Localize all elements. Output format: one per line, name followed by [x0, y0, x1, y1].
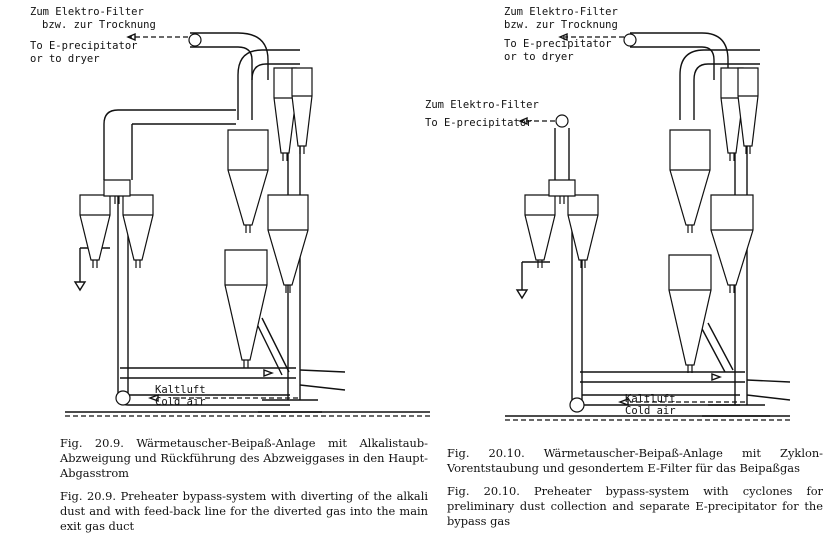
label-to-filter-en: To E-precipitator: [30, 40, 138, 52]
caption-fig-20-10: Fig. 20.10. Wärmetauscher-Beipaß-Anlage …: [447, 446, 823, 537]
caption-english: Fig. 20.9. Preheater bypass-system with …: [60, 489, 428, 533]
label-to-dryer-de: bzw. zur Trocknung: [504, 19, 618, 31]
fan-circle: [115, 390, 131, 406]
cyclone: [548, 179, 576, 204]
cyclone: [291, 67, 313, 154]
cyclone: [524, 194, 556, 268]
label-to-filter-de: Zum Elektro-Filter: [30, 6, 144, 18]
cyclone: [224, 249, 268, 368]
label-cold-air-de: Kaltluft: [155, 384, 206, 396]
cyclone: [737, 67, 759, 154]
cyclone: [103, 179, 131, 204]
cyclone: [567, 194, 599, 268]
cyclone: [669, 129, 711, 233]
label-to-dryer-de: bzw. zur Trocknung: [42, 19, 156, 31]
exhaust-duct: [630, 32, 729, 80]
exhaust-duct: [190, 32, 269, 80]
label-bypass-filter-de: Zum Elektro-Filter: [425, 99, 539, 111]
caption-german: Fig. 20.9. Wärmetauscher-Beipaß-Anlage m…: [60, 436, 428, 480]
riser-duct: [679, 49, 760, 120]
cyclone: [710, 194, 754, 293]
caption-german: Fig. 20.10. Wärmetauscher-Beipaß-Anlage …: [447, 446, 823, 475]
fan-circle: [569, 397, 585, 413]
caption-english: Fig. 20.10. Preheater bypass-system with…: [447, 484, 823, 528]
dust-discharge: [521, 261, 550, 290]
cyclone: [79, 194, 111, 268]
kiln-inlet: [699, 322, 791, 401]
cyclone: [668, 254, 712, 373]
label-bypass-filter-en: To E-precipitator: [425, 117, 533, 129]
bypass-duct: [103, 109, 236, 180]
damper-circle: [623, 33, 637, 47]
label-to-dryer-en: or to dryer: [504, 51, 574, 63]
riser-duct: [237, 49, 300, 120]
figure-20-10-drawing: [505, 32, 791, 421]
kiln-inlet: [254, 317, 346, 391]
figure-20-9-drawing: [65, 32, 430, 417]
caption-fig-20-9: Fig. 20.9. Wärmetauscher-Beipaß-Anlage m…: [60, 436, 428, 542]
cyclone: [227, 129, 269, 233]
damper-circle: [188, 33, 202, 47]
label-cold-air-de: Kaltluft: [625, 393, 676, 405]
label-cold-air-en: Cold air: [155, 396, 206, 408]
cyclone: [273, 67, 297, 161]
label-cold-air-en: Cold air: [625, 405, 676, 417]
cyclone: [267, 194, 309, 293]
damper-circle: [555, 114, 569, 128]
cyclone: [122, 194, 154, 268]
label-to-filter-en: To E-precipitator: [504, 38, 612, 50]
label-to-dryer-en: or to dryer: [30, 53, 100, 65]
label-to-filter-de: Zum Elektro-Filter: [504, 6, 618, 18]
bypass-pipe: [554, 128, 745, 406]
